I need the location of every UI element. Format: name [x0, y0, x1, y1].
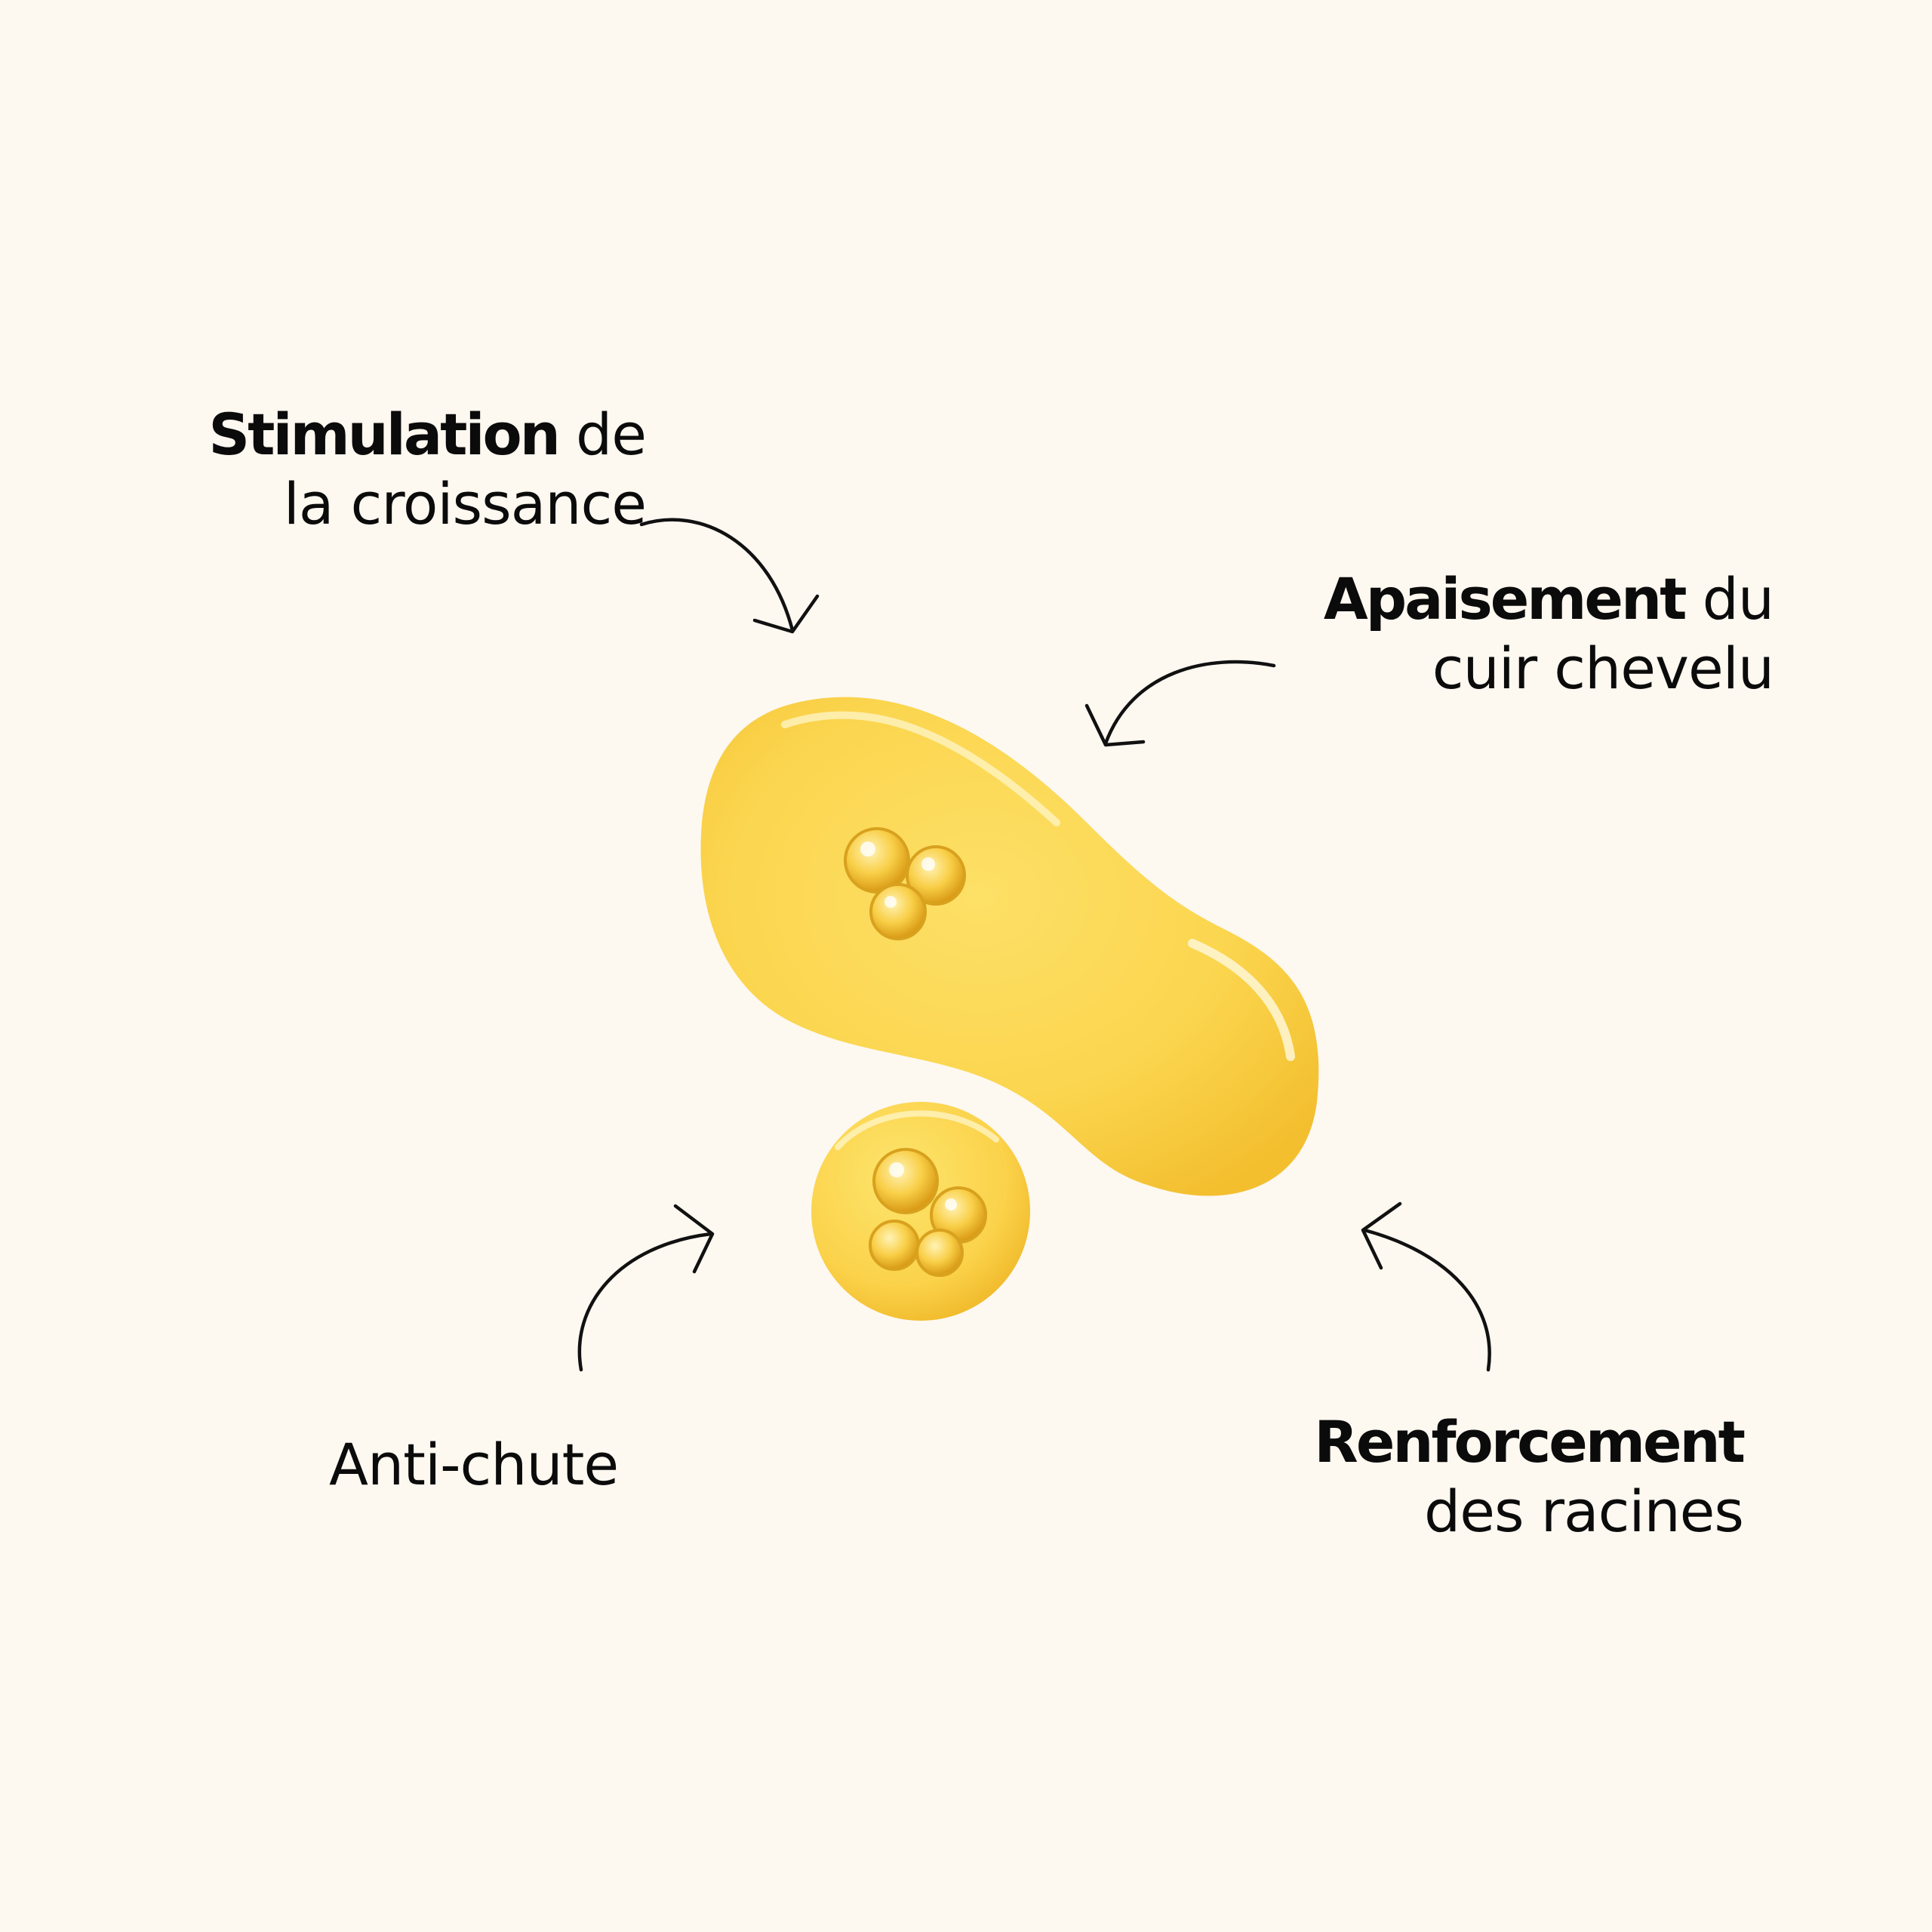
label-stimulation-bold: Stimulation [208, 401, 560, 468]
label-stimulation-rest: de [558, 401, 647, 468]
arrow-anti-chute [577, 1204, 715, 1372]
arrow-renforcement [1361, 1201, 1491, 1372]
label-stimulation-line2: la croissance [283, 470, 647, 537]
label-anti-chute: Anti-chute [329, 1430, 619, 1500]
label-apaisement-line2: cuir chevelu [1432, 635, 1774, 702]
bubbles-small [869, 1148, 987, 1277]
label-renforcement-line2: des racines [1424, 1478, 1744, 1545]
label-apaisement-rest: du [1684, 565, 1774, 632]
label-renforcement: Renforcement des racines [1253, 1407, 1746, 1546]
oil-drop-small [811, 1102, 1030, 1321]
arrow-apaisement [1084, 660, 1276, 747]
oil-blob-large [700, 697, 1319, 1196]
label-renforcement-bold: Renforcement [1314, 1408, 1746, 1475]
bubbles-large [844, 827, 966, 940]
label-stimulation: Stimulation de la croissance [148, 400, 647, 539]
label-apaisement: Apaisement du cuir chevelu [1245, 565, 1774, 703]
label-apaisement-bold: Apaisement [1323, 565, 1687, 632]
label-anti-chute-text: Anti-chute [329, 1431, 619, 1498]
arrow-stimulation [639, 518, 820, 634]
